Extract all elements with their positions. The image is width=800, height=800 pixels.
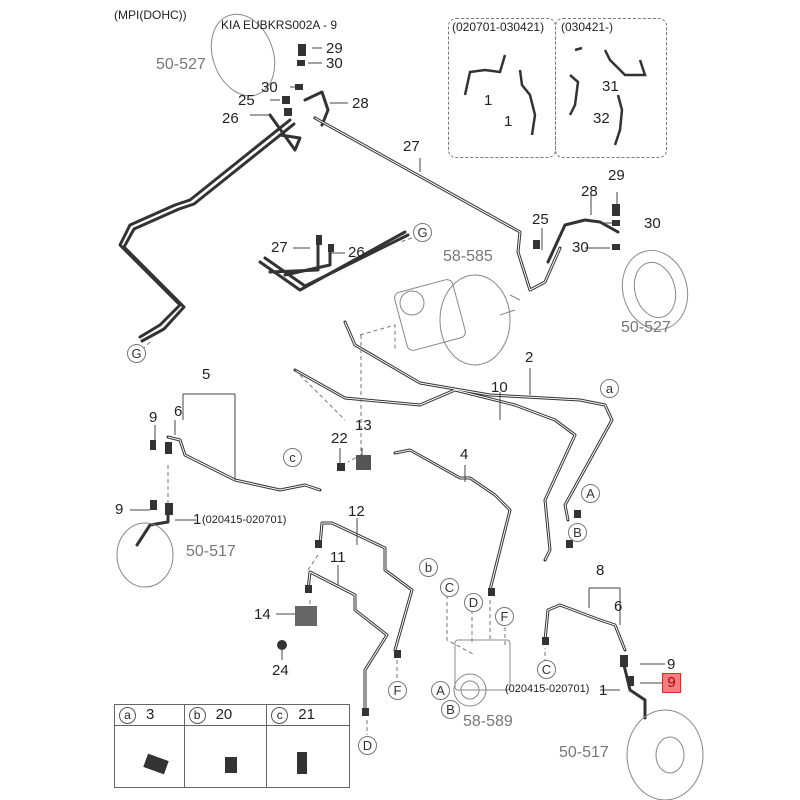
part-label-26[interactable]: 26 — [222, 110, 239, 127]
master-cylinder — [394, 279, 466, 351]
brake-pipe-4 — [393, 448, 512, 592]
part-label-9-highlighted[interactable]: 9 — [662, 673, 681, 693]
inset-title-2: (030421-) — [561, 20, 614, 34]
ref-50-527[interactable]: 50-527 — [621, 319, 671, 336]
connector-marker-f[interactable]: F — [388, 681, 407, 700]
part-label-10[interactable]: 10 — [491, 379, 508, 396]
part-label-11[interactable]: 11 — [330, 549, 346, 566]
legend-cell-clip-21 — [266, 725, 350, 788]
part-label-1[interactable]: 1 — [484, 92, 493, 109]
part-label-30[interactable]: 30 — [326, 55, 343, 72]
brake-disc-r — [626, 709, 704, 800]
connector-marker-c[interactable]: C — [537, 660, 556, 679]
part-label-28[interactable]: 28 — [581, 183, 598, 200]
brake-pipe-left-bundle — [118, 118, 292, 339]
legend-cell-clip-3 — [114, 725, 185, 788]
part-label-25[interactable]: 25 — [532, 211, 549, 228]
connector-marker-g[interactable]: G — [413, 223, 432, 242]
part-label-12[interactable]: 12 — [348, 503, 365, 520]
connector-marker-b[interactable]: B — [441, 700, 460, 719]
abs-unit — [454, 639, 511, 691]
ref-58-589[interactable]: 58-589 — [463, 713, 513, 730]
brake-pipe-11 — [306, 570, 389, 712]
connector-marker-a[interactable]: a — [600, 379, 619, 398]
part-label-9[interactable]: 9 — [149, 409, 158, 426]
brake-pipe-2 — [343, 320, 614, 522]
connector-marker-a[interactable]: A — [581, 484, 600, 503]
part-label-29[interactable]: 29 — [608, 167, 625, 184]
connector-marker-a[interactable]: A — [431, 681, 450, 700]
brake-booster — [439, 274, 511, 366]
legend-marker: c — [271, 707, 289, 724]
date-note: (020415-020701) — [202, 514, 287, 526]
backing-plate-tl — [210, 13, 276, 97]
part-label-29[interactable]: 29 — [326, 40, 343, 57]
part-label-9[interactable]: 9 — [667, 656, 676, 673]
connector-marker-c[interactable]: c — [283, 448, 302, 467]
legend-part[interactable]: 21 — [298, 706, 315, 723]
catalog-code: KIA EUBKRS002A - 9 — [221, 18, 338, 32]
connector-marker-b[interactable]: B — [568, 523, 587, 542]
part-label-32[interactable]: 32 — [593, 110, 610, 127]
part-label-6[interactable]: 6 — [614, 598, 623, 615]
part-label-1[interactable]: 1 — [599, 682, 608, 699]
connector-marker-c[interactable]: C — [440, 578, 459, 597]
legend-header-b: b 20 — [183, 704, 268, 726]
legend-marker: a — [119, 707, 136, 724]
part-label-1[interactable]: 1 — [193, 511, 202, 528]
part-label-30[interactable]: 30 — [261, 79, 278, 96]
ref-58-585[interactable]: 58-585 — [443, 248, 493, 265]
legend-cell-clip-20 — [183, 725, 268, 788]
inset-box-030421 — [555, 18, 667, 158]
legend-part[interactable]: 20 — [215, 706, 233, 723]
part-label-4[interactable]: 4 — [460, 446, 469, 463]
backing-plate-r — [621, 249, 689, 331]
part-label-8[interactable]: 8 — [596, 562, 605, 579]
inset-title-1: (020701-030421) — [452, 20, 545, 34]
part-label-26[interactable]: 26 — [348, 244, 365, 261]
part-label-13[interactable]: 13 — [355, 417, 372, 434]
part-label-22[interactable]: 22 — [331, 430, 348, 447]
part-label-30[interactable]: 30 — [572, 239, 589, 256]
ref-50-517[interactable]: 50-517 — [559, 744, 609, 761]
connector-marker-g[interactable]: G — [127, 344, 146, 363]
part-label-25[interactable]: 25 — [238, 92, 255, 109]
legend-marker: b — [188, 707, 206, 724]
part-label-14[interactable]: 14 — [254, 606, 271, 623]
part-label-1[interactable]: 1 — [504, 113, 513, 130]
part-label-2[interactable]: 2 — [525, 349, 534, 366]
inset-box-020701-030421 — [448, 18, 556, 158]
legend-part[interactable]: 3 — [146, 706, 155, 723]
brake-caliper-l — [116, 522, 174, 588]
part-label-31[interactable]: 31 — [602, 78, 619, 95]
part-label-9[interactable]: 9 — [115, 501, 124, 518]
part-label-27[interactable]: 27 — [403, 138, 420, 155]
brake-hose-1-right — [622, 663, 647, 720]
brake-pipe-12 — [318, 521, 414, 652]
brake-pipe-8 — [543, 603, 627, 652]
connector-marker-f[interactable]: F — [495, 607, 514, 626]
part-label-5[interactable]: 5 — [202, 366, 211, 383]
part-label-27[interactable]: 27 — [271, 239, 288, 256]
variant-label: (MPI(DOHC)) — [114, 8, 187, 22]
connector-marker-d[interactable]: D — [464, 593, 483, 612]
part-label-28[interactable]: 28 — [352, 95, 369, 112]
part-label-6[interactable]: 6 — [174, 403, 183, 420]
connector-marker-d[interactable]: D — [358, 736, 377, 755]
ref-50-517[interactable]: 50-517 — [186, 543, 236, 560]
ref-50-527[interactable]: 50-527 — [156, 56, 206, 73]
part-label-30[interactable]: 30 — [644, 215, 661, 232]
part-label-24[interactable]: 24 — [272, 662, 289, 679]
brake-hose-1-left — [135, 513, 170, 547]
connector-marker-b[interactable]: b — [419, 558, 438, 577]
date-note: (020415-020701) — [505, 683, 590, 695]
legend-header-c: c 21 — [266, 704, 350, 726]
